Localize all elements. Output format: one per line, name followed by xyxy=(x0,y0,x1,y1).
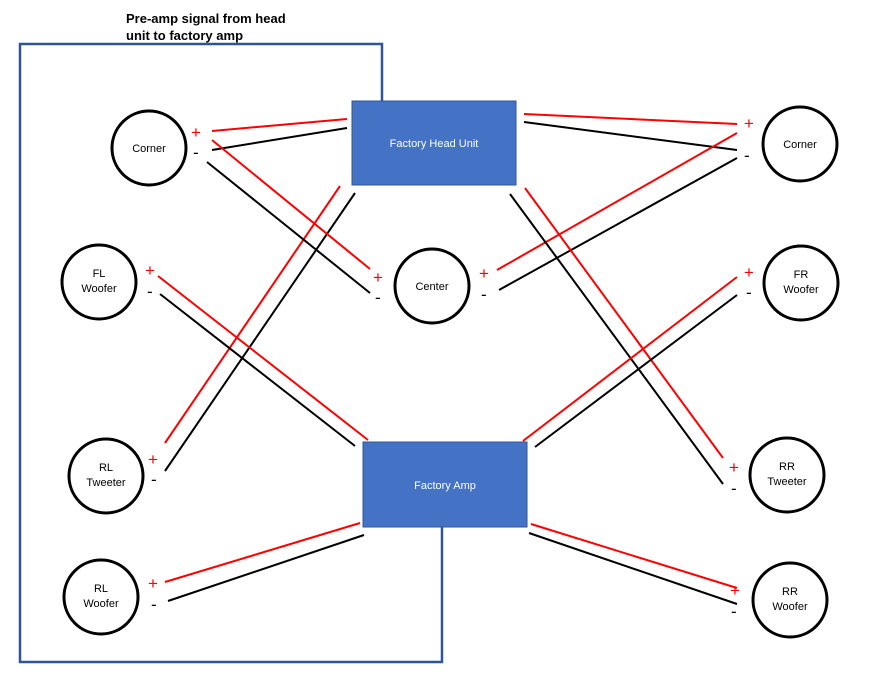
polarity-plus-fl-woofer: + xyxy=(145,261,155,280)
polarity-plus-rr-tweeter: + xyxy=(729,458,739,477)
polarity-minus-center-left: - xyxy=(375,288,381,307)
speaker-fr-woofer[interactable]: FR Woofer xyxy=(762,244,840,322)
polarity-plus-center-left: + xyxy=(373,268,383,287)
wire-corner-left-center-positive xyxy=(211,139,371,270)
speaker-rr-tweeter-line1: RR xyxy=(779,461,795,473)
speaker-rl-tweeter-line1: RL xyxy=(99,462,113,474)
wire-headunit-corner-left-positive xyxy=(211,118,348,132)
polarity-minus-fl-woofer: - xyxy=(147,282,153,301)
speaker-rl-woofer-line1: RL xyxy=(94,583,108,595)
polarity-minus-rr-tweeter: - xyxy=(731,479,737,498)
polarity-minus-corner-right: - xyxy=(744,146,750,165)
wire-amp-fl-woofer-negative xyxy=(159,293,356,447)
speaker-rl-woofer-line2: Woofer xyxy=(83,598,119,610)
polarity-plus-rr-woofer: + xyxy=(730,581,740,600)
polarity-plus-fr-woofer: + xyxy=(744,263,754,282)
speaker-corner-left-label: Corner xyxy=(132,143,166,155)
speaker-corner-left[interactable]: Corner xyxy=(110,109,188,187)
factory-amp-label: Factory Amp xyxy=(414,480,476,492)
wire-headunit-corner-right-positive xyxy=(523,113,738,125)
polarity-minus-rl-tweeter: - xyxy=(151,470,157,489)
wire-amp-fr-woofer-positive xyxy=(522,276,738,442)
wire-amp-rr-woofer-negative xyxy=(528,532,738,605)
wire-corner-left-center-negative xyxy=(206,161,371,294)
wire-headunit-corner-left-negative xyxy=(211,127,348,151)
speaker-rr-tweeter-line2: Tweeter xyxy=(767,476,806,488)
polarity-plus-center-right: + xyxy=(479,264,489,283)
speaker-corner-right[interactable]: Corner xyxy=(761,105,839,183)
speaker-fl-woofer[interactable]: FL Woofer xyxy=(60,243,138,321)
wire-amp-rl-woofer-negative xyxy=(167,534,365,602)
wire-amp-rl-woofer-positive xyxy=(164,522,361,583)
factory-amp[interactable]: Factory Amp xyxy=(362,441,528,528)
wire-headunit-corner-right-negative xyxy=(523,121,738,151)
polarity-minus-center-right: - xyxy=(481,285,487,304)
wire-headunit-center-positive xyxy=(496,132,738,271)
wire-headunit-center-negative xyxy=(498,157,738,291)
polarity-minus-corner-left: - xyxy=(193,143,199,162)
speaker-fr-woofer-line1: FR xyxy=(794,269,809,281)
wire-headunit-rl-tweeter-positive xyxy=(164,185,341,444)
wire-headunit-rl-tweeter-negative xyxy=(164,192,356,472)
wire-headunit-rr-tweeter-positive xyxy=(524,187,724,459)
wire-amp-fl-woofer-positive xyxy=(157,275,369,441)
preamp-signal-line xyxy=(18,42,444,664)
speaker-fr-woofer-line2: Woofer xyxy=(783,284,819,296)
polarity-plus-rl-tweeter: + xyxy=(148,450,158,469)
factory-head-unit[interactable]: Factory Head Unit xyxy=(351,100,517,186)
speaker-rr-woofer-line2: Woofer xyxy=(772,601,808,613)
speaker-rl-woofer[interactable]: RL Woofer xyxy=(62,558,140,636)
polarity-minus-fr-woofer: - xyxy=(746,283,752,302)
polarity-minus-rr-woofer: - xyxy=(731,602,737,621)
polarity-plus-corner-right: + xyxy=(744,114,754,133)
factory-head-unit-label: Factory Head Unit xyxy=(390,138,479,150)
preamp-note-line1: Pre-amp signal from head xyxy=(126,11,286,26)
polarity-plus-rl-woofer: + xyxy=(148,574,158,593)
wire-headunit-rr-tweeter-negative xyxy=(509,193,724,485)
wire-amp-fr-woofer-negative xyxy=(534,294,738,448)
speaker-fl-woofer-line2: Woofer xyxy=(81,283,117,295)
speaker-corner-right-label: Corner xyxy=(783,139,817,151)
speaker-fl-woofer-line1: FL xyxy=(93,268,106,280)
speaker-center-label: Center xyxy=(415,281,448,293)
speaker-rr-woofer[interactable]: RR Woofer xyxy=(751,561,829,639)
speaker-rl-tweeter[interactable]: RL Tweeter xyxy=(67,437,145,515)
wire-amp-rr-woofer-positive xyxy=(530,523,738,589)
polarity-minus-rl-woofer: - xyxy=(151,595,157,614)
speaker-rr-tweeter[interactable]: RR Tweeter xyxy=(748,436,826,514)
polarity-plus-corner-left: + xyxy=(191,123,201,142)
preamp-note-line2: unit to factory amp xyxy=(126,28,243,43)
speaker-rr-woofer-line1: RR xyxy=(782,586,798,598)
speaker-rl-tweeter-line2: Tweeter xyxy=(86,477,125,489)
speaker-center[interactable]: Center xyxy=(393,247,471,325)
